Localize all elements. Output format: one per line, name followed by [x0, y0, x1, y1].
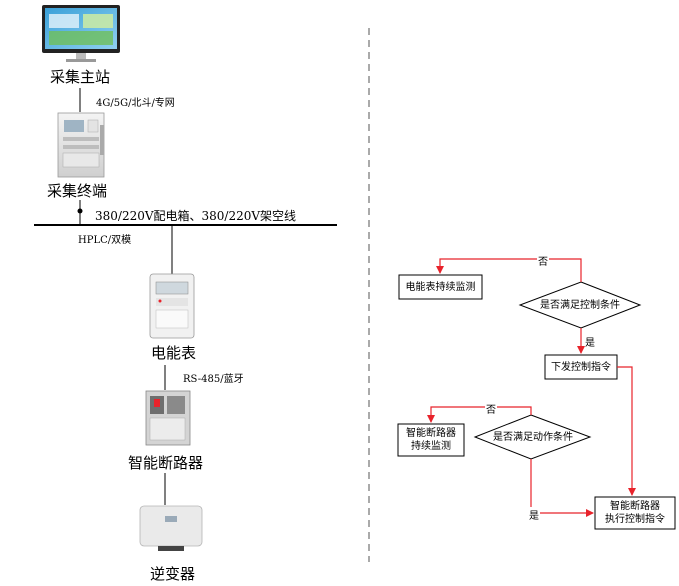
text-action-condition: 是否满足动作条件 [493, 431, 573, 443]
label-master-station: 采集主站 [50, 68, 111, 86]
text-breaker-monitor-line2: 持续监测 [411, 441, 451, 452]
box-meter-monitor [398, 274, 483, 300]
arrow-no-control [436, 258, 582, 282]
label-no-action: 否 [485, 401, 497, 416]
label-inverter: 逆变器 [150, 565, 196, 583]
label-yes-action: 是 [528, 507, 540, 522]
label-hplc: HPLC/双模 [78, 235, 132, 246]
text-control-condition: 是否满足控制条件 [540, 299, 620, 311]
text-breaker-monitor: 智能断路器 持续监测 [398, 424, 464, 456]
terminal-device-icon [57, 112, 105, 178]
label-comm-link: 4G/5G/北斗/专网 [96, 98, 175, 109]
text-issue-command: 下发控制指令 [551, 361, 611, 373]
label-terminal: 采集终端 [47, 182, 108, 200]
text-breaker-execute-line2: 执行控制指令 [605, 514, 665, 525]
text-meter-monitor: 电能表持续监测 [405, 281, 476, 293]
meter-device-icon [149, 273, 195, 339]
label-rs485: RS-485/蓝牙 [183, 374, 244, 385]
text-breaker-execute: 智能断路器 执行控制指令 [595, 497, 675, 529]
inverter-device-icon [139, 505, 203, 551]
box-issue-command [544, 354, 618, 380]
arrow-yes-action [530, 459, 594, 517]
label-meter: 电能表 [151, 344, 197, 362]
label-no-control: 否 [537, 253, 549, 268]
bus-junction-left [77, 208, 83, 214]
box-breaker-execute [594, 496, 676, 530]
label-power-line: 380/220V配电箱、380/220V架空线 [95, 209, 297, 223]
text-breaker-monitor-line1: 智能断路器 [406, 428, 456, 439]
breaker-device-icon [145, 390, 191, 446]
label-yes-control: 是 [585, 338, 595, 349]
arrow-command-to-execute [617, 366, 636, 496]
box-breaker-monitor [397, 423, 465, 457]
text-breaker-execute-line1: 智能断路器 [610, 501, 660, 512]
master-station-icon [42, 5, 120, 62]
arrow-no-action [427, 406, 532, 423]
label-breaker: 智能断路器 [128, 454, 204, 472]
